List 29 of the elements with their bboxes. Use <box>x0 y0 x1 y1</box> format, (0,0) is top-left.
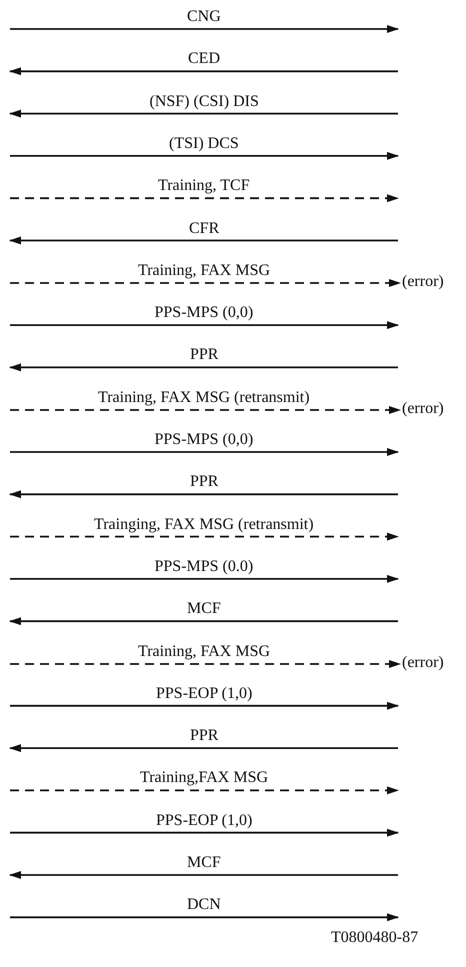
message-label: PPR <box>190 346 218 364</box>
figure-code: T0800480-87 <box>331 929 418 948</box>
message-label: PPS-EOP (1,0) <box>156 812 252 830</box>
edge-label: Training, FAX MSG <box>138 643 270 661</box>
message-label: (NSF) (CSI) DIS <box>150 92 259 111</box>
error-note: (error) <box>402 272 444 291</box>
message-label: PPS-MPS (0,0) <box>154 304 254 322</box>
message-label: Training, TCF <box>158 177 250 196</box>
message-label: (TSI) DCS <box>169 134 239 153</box>
message-label: PPR <box>190 473 218 492</box>
message-label: MCF <box>187 600 221 618</box>
message-label: CFR <box>189 220 220 238</box>
message-label: MCF <box>187 854 221 872</box>
message-label: Trainging, FAX MSG (retransmit) <box>94 516 314 534</box>
edge-label: Training, FAX MSG (retransmit) <box>98 389 310 407</box>
dashed-arrow <box>10 660 401 668</box>
message-label: Training,FAX MSG <box>140 769 268 788</box>
message-label: DCN <box>187 896 221 914</box>
message-label: CNG <box>187 8 221 26</box>
dashed-arrow <box>10 406 401 414</box>
edge-label: Training, FAX MSG <box>138 262 270 280</box>
message-label: PPS-EOP (1,0) <box>156 684 252 703</box>
message-label: PPS-MPS (0,0) <box>154 431 254 449</box>
message-label: PPS-MPS (0.0) <box>154 558 254 576</box>
message-label: CED <box>188 50 220 68</box>
error-note: (error) <box>402 400 444 418</box>
error-note: (error) <box>402 654 444 672</box>
dashed-arrow <box>10 279 401 287</box>
message-label: PPR <box>190 727 218 746</box>
